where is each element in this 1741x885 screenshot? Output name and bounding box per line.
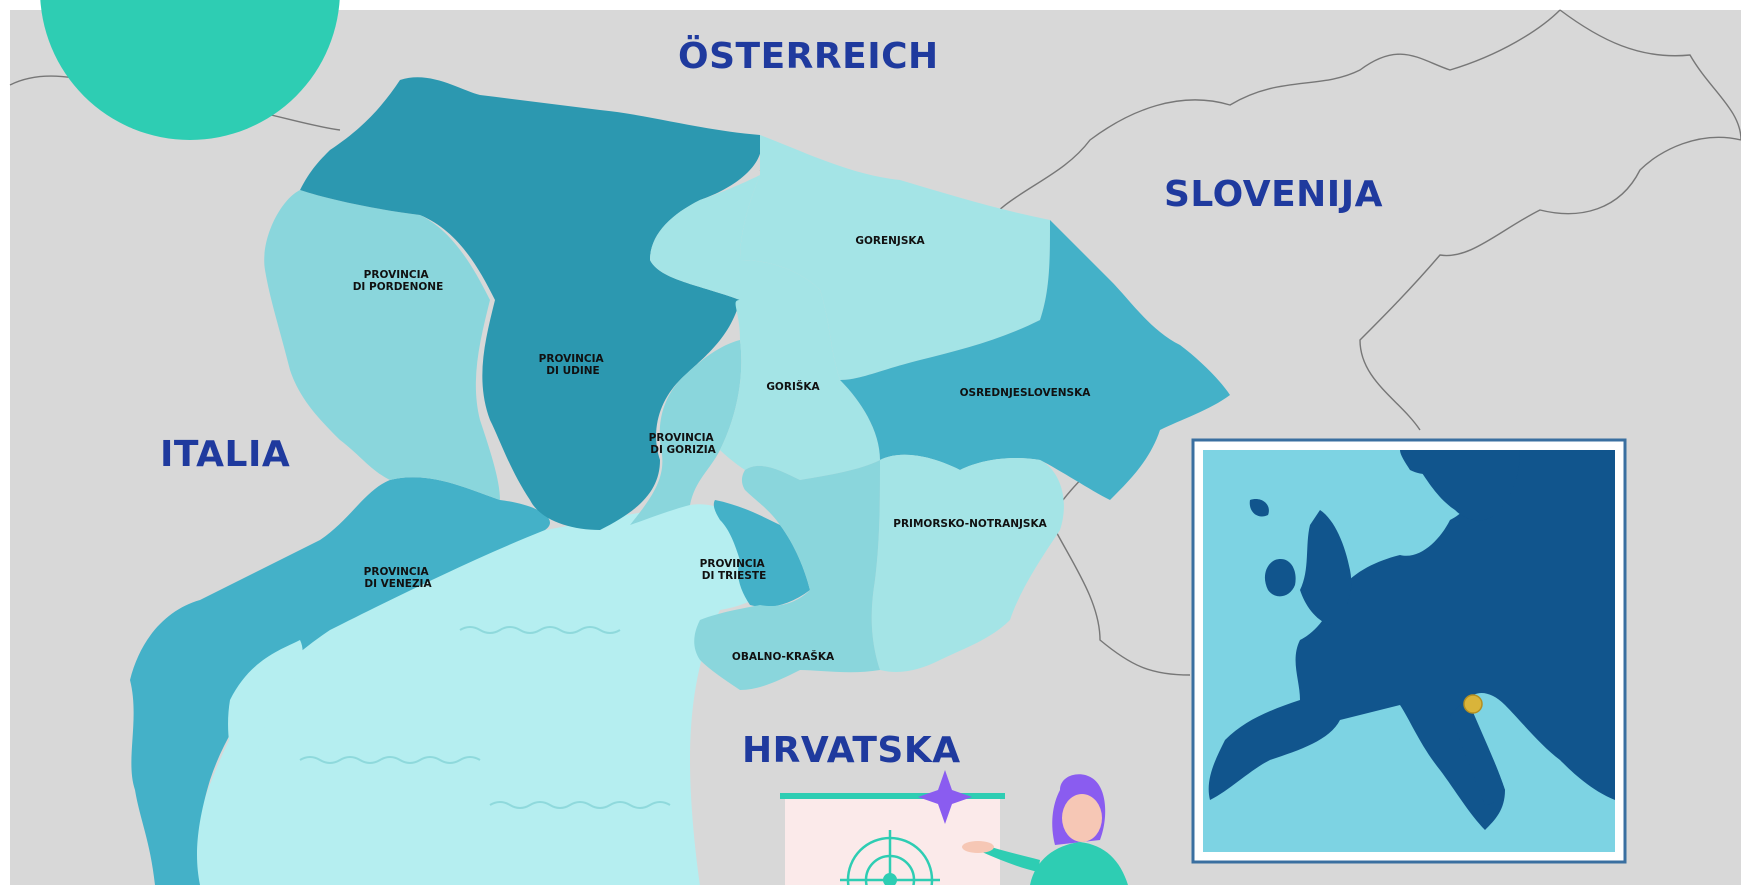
region-label-primorsko-notranjska: PRIMORSKO-NOTRANJSKA bbox=[893, 518, 1047, 530]
sparkle-icon bbox=[918, 770, 972, 824]
region-pordenone bbox=[264, 190, 500, 500]
region-label-gorenjska: GORENJSKA bbox=[855, 235, 925, 247]
region-osrednjeslovenska bbox=[840, 220, 1230, 500]
region-goriska bbox=[650, 175, 880, 480]
region-gorizia bbox=[630, 340, 742, 525]
country-label-slovenia: SLOVENIJA bbox=[1164, 174, 1383, 215]
region-label-udine: PROVINCIA DI UDINE bbox=[539, 353, 608, 377]
location-dot-icon bbox=[1463, 694, 1483, 714]
region-label-venezia-line1: PROVINCIA bbox=[364, 566, 430, 578]
inset-europe-map bbox=[1191, 438, 1627, 864]
region-obalno-kraska bbox=[694, 460, 880, 690]
country-label-italy: ITALIA bbox=[160, 434, 290, 475]
region-gorenjska bbox=[740, 135, 1050, 380]
region-label-venezia: PROVINCIA DI VENEZIA bbox=[364, 566, 433, 590]
region-label-trieste: PROVINCIA DI TRIESTE bbox=[700, 558, 769, 582]
country-label-austria: ÖSTERREICH bbox=[678, 35, 939, 77]
region-label-pordenone: PROVINCIA DI PORDENONE bbox=[353, 269, 444, 293]
country-label-croatia: HRVATSKA bbox=[742, 730, 961, 771]
region-trieste bbox=[713, 500, 810, 607]
decorative-circle bbox=[40, 0, 340, 140]
adriatic-sea bbox=[180, 504, 781, 885]
presenter-illustration bbox=[780, 770, 1128, 885]
region-udine bbox=[300, 77, 762, 530]
venice-lagoon bbox=[228, 640, 303, 780]
region-venezia bbox=[130, 477, 550, 885]
region-label-venezia-line2: DI VENEZIA bbox=[364, 578, 432, 590]
region-primorsko-notranjska bbox=[871, 454, 1064, 672]
region-label-osrednjeslovenska: OSREDNJESLOVENSKA bbox=[960, 387, 1092, 399]
region-label-pordenone-line2: DI PORDENONE bbox=[353, 281, 444, 293]
region-label-trieste-line1: PROVINCIA bbox=[700, 558, 766, 570]
region-label-goriska: GORIŠKA bbox=[766, 380, 820, 393]
region-label-pordenone-line1: PROVINCIA bbox=[364, 269, 430, 281]
region-label-gorizia-line2: DI GORIZIA bbox=[650, 444, 716, 456]
region-label-gorizia-line1: PROVINCIA bbox=[649, 432, 715, 444]
region-label-gorizia: PROVINCIA DI GORIZIA bbox=[649, 432, 718, 456]
region-label-udine-line2: DI UDINE bbox=[546, 365, 599, 377]
region-label-obalno-kraska: OBALNO-KRAŠKA bbox=[732, 650, 835, 663]
sea-waves bbox=[299, 626, 671, 809]
region-label-udine-line1: PROVINCIA bbox=[539, 353, 605, 365]
region-label-trieste-line2: DI TRIESTE bbox=[702, 570, 767, 582]
